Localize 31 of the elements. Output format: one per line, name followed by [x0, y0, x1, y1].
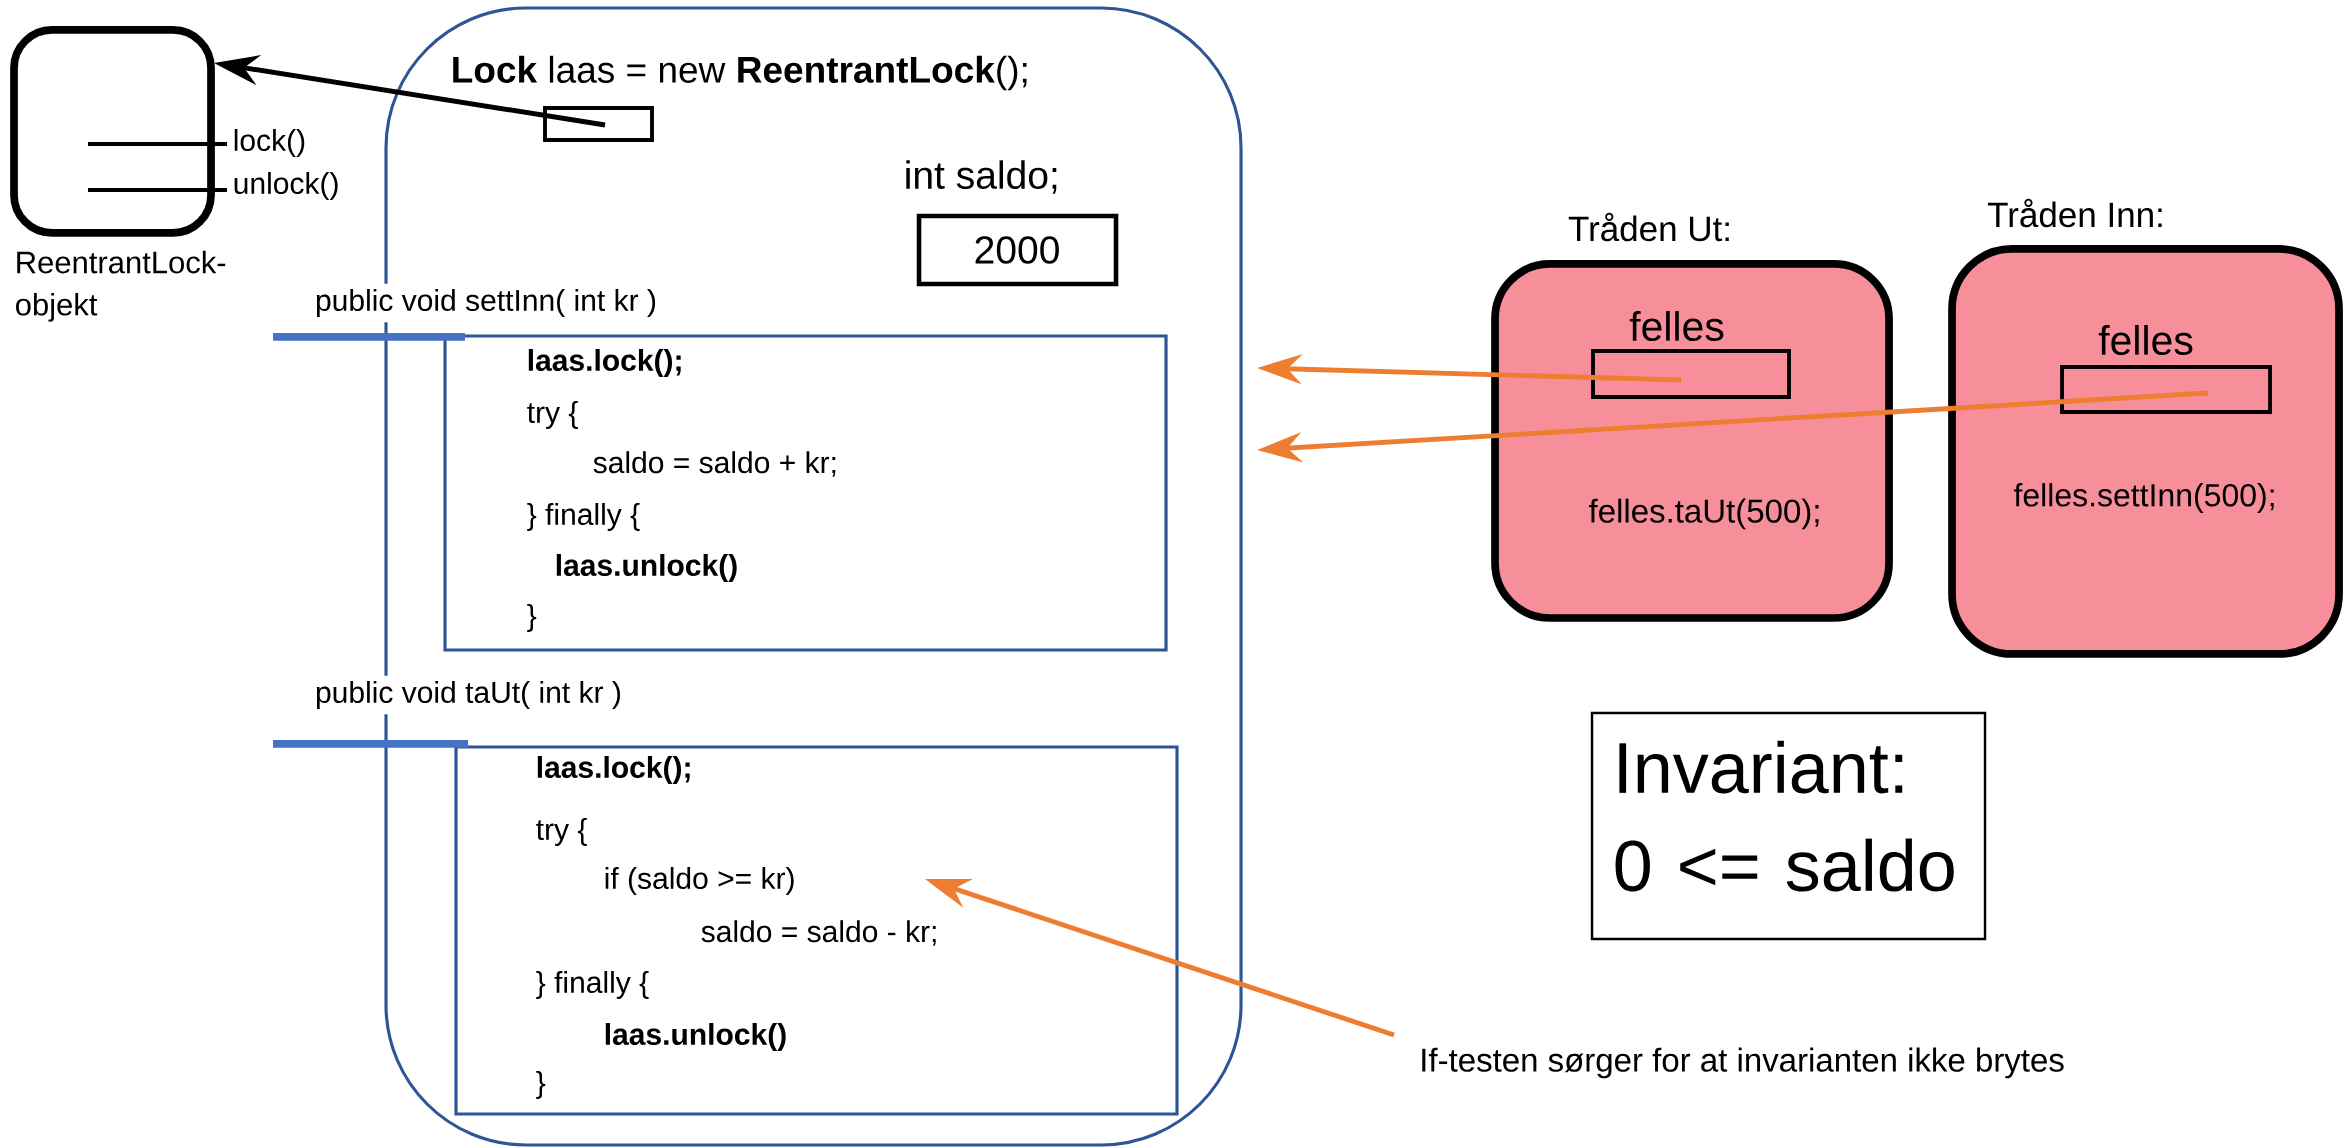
- node-label: laas.lock();: [528, 348, 681, 377]
- node-label: saldo = saldo + kr;: [593, 451, 836, 477]
- variable-box: int saldo; 2000: [906, 160, 1119, 287]
- reference-box: felles: [1591, 311, 1791, 399]
- method-signature: public void settInn( int kr ): [309, 283, 663, 323]
- reference-box: [543, 106, 654, 142]
- node-label: saldo = saldo - kr;: [701, 920, 936, 946]
- node-label: felles: [2098, 324, 2193, 356]
- thread-title: Tråden Inn:: [1987, 198, 2162, 228]
- code-box: laas.lock(); try { if (saldo >= kr) saldo = saldo - kr; } finally { laas.unlock() }: [454, 745, 1179, 1116]
- node-label: } finally {: [536, 970, 649, 999]
- node-label: try {: [536, 817, 587, 846]
- method-signature: public void taUt( int kr ): [309, 675, 628, 715]
- reference-box: felles: [2060, 325, 2272, 414]
- method-label: lock(): [234, 129, 305, 157]
- invariant-box: Invariant: 0 <= saldo: [1590, 711, 1987, 941]
- node-label: } finally {: [527, 502, 640, 531]
- node-label: if (saldo >= kr): [605, 866, 794, 895]
- node-label: try {: [527, 400, 578, 429]
- object-label: ReentrantLock-objekt: [16, 250, 226, 322]
- node-label: int saldo;: [906, 160, 1057, 194]
- node-label: laas.unlock(): [605, 1022, 786, 1051]
- thread-title: Tråden Ut:: [1568, 212, 1729, 242]
- note-text: If-testen sørger for at invarianten ikke brytes: [1422, 1047, 2064, 1079]
- method-label: unlock(): [234, 172, 338, 200]
- code-box: laas.lock(); try { saldo = saldo + kr; } finally { laas.unlock() }: [443, 334, 1168, 652]
- node-label: laas.lock();: [537, 755, 690, 784]
- node-label: }: [536, 1070, 546, 1099]
- node-label: laas.unlock(): [556, 553, 737, 582]
- node-label: }: [527, 603, 537, 632]
- node-label: felles: [1629, 310, 1724, 342]
